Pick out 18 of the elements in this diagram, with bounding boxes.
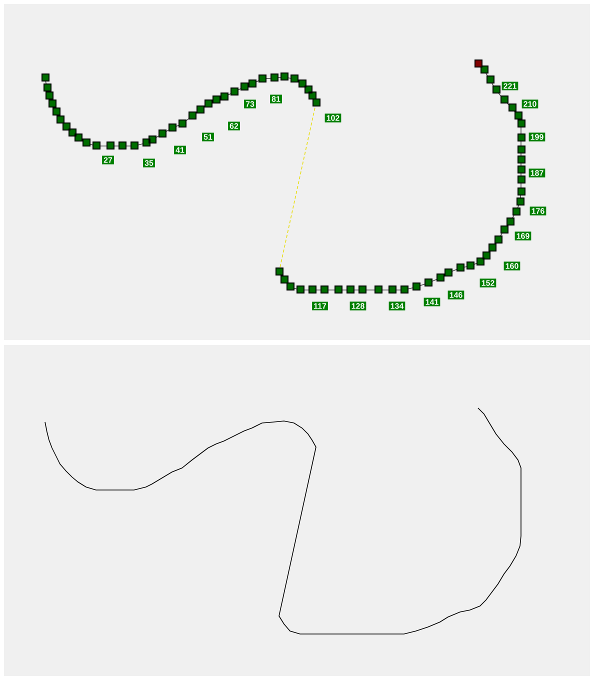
point-label: 81 xyxy=(270,94,282,104)
point-label: 176 xyxy=(530,206,546,216)
point-label: 160 xyxy=(504,262,520,270)
point-label: 35 xyxy=(143,158,155,168)
point-label: 199 xyxy=(528,132,546,142)
point-label: 73 xyxy=(244,100,256,108)
point-label: 134 xyxy=(388,302,406,310)
point-label: 51 xyxy=(202,132,214,142)
point-label: 210 xyxy=(522,100,538,108)
point-label: 187 xyxy=(528,168,546,178)
point-label: 62 xyxy=(228,122,240,130)
point-label: 169 xyxy=(514,232,532,240)
point-label: 152 xyxy=(480,278,496,288)
point-label: 221 xyxy=(502,82,518,90)
point-label: 27 xyxy=(102,156,114,164)
point-label: 146 xyxy=(448,290,464,300)
point-label: 102 xyxy=(324,114,342,122)
point-label: 128 xyxy=(350,302,366,310)
